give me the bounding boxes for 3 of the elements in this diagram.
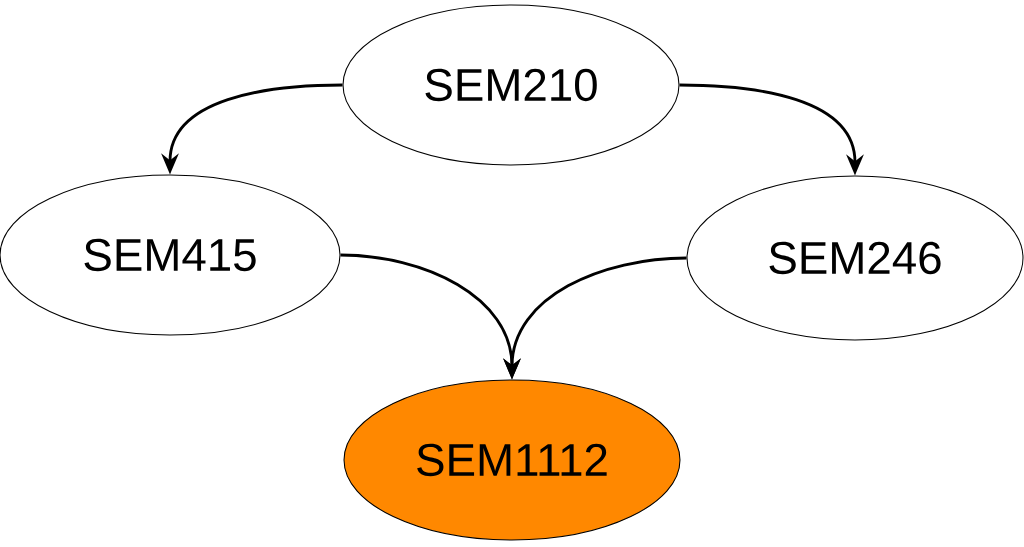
ellipse-node: SEM1112 xyxy=(343,379,681,541)
ellipse-node: SEM246 xyxy=(686,175,1024,341)
ellipse-node: SEM210 xyxy=(342,4,680,166)
